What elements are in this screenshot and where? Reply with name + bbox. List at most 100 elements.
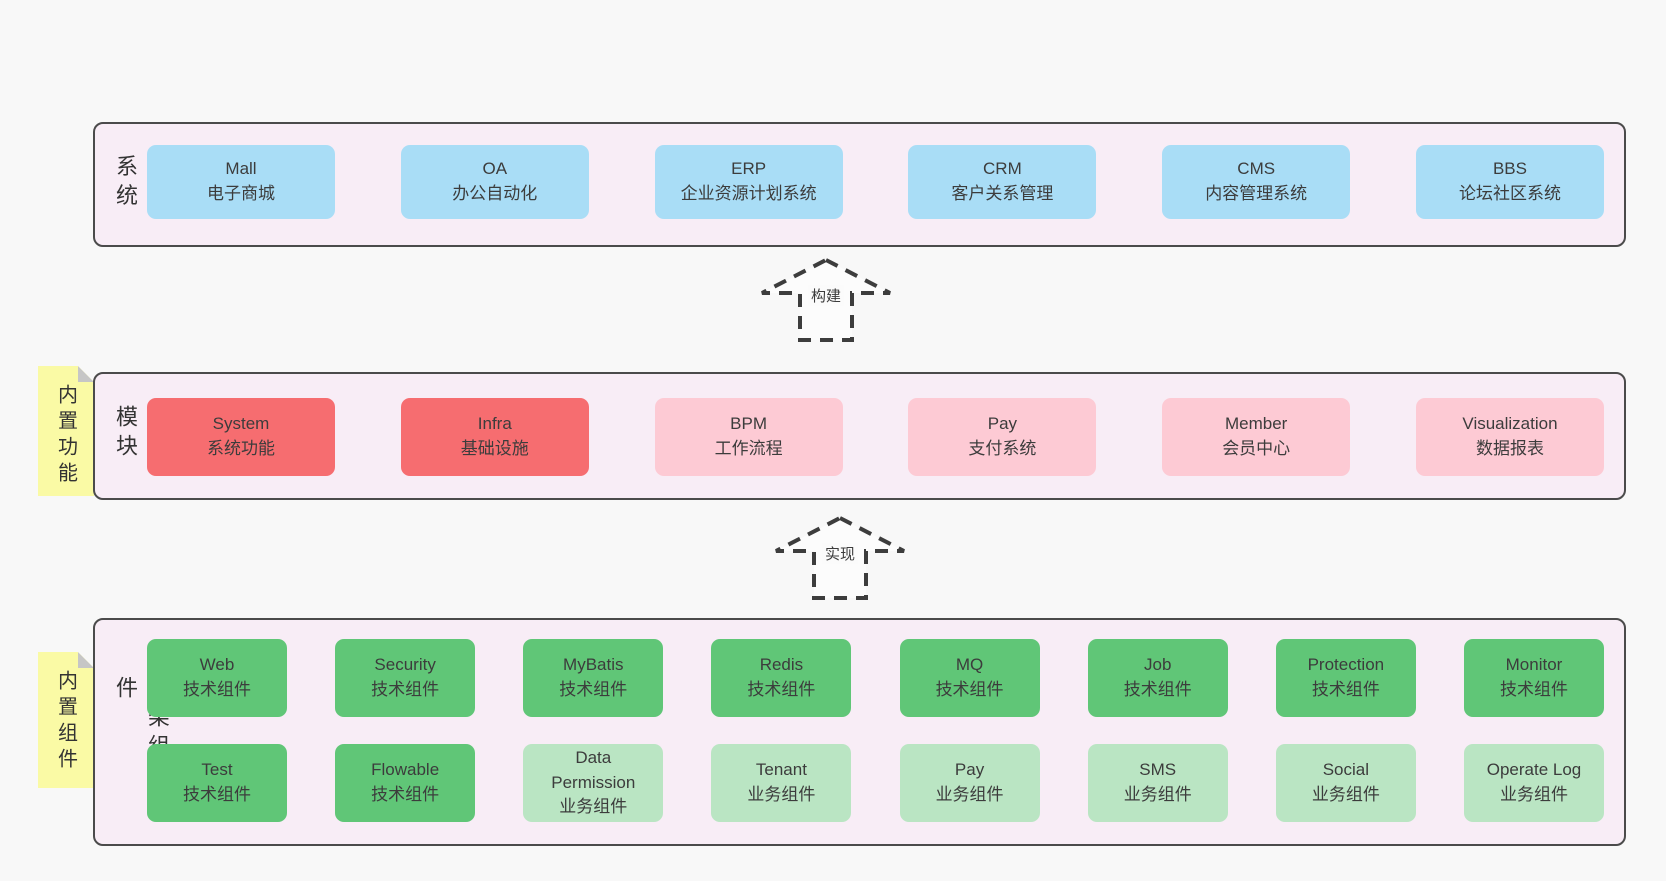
box-monitor: Monitor 技术组件 <box>1463 639 1604 717</box>
box-subtitle: 业务组件 <box>1499 785 1568 804</box>
box-visualization: Visualization 数据报表 <box>1415 398 1604 476</box>
box-mall: Mall 电子商城 <box>147 145 335 219</box>
layer-business-systems: 业务系统 Mall电子商城OA办公自动化ERP企业资源计划系统CRM客户关系管理… <box>93 122 1626 247</box>
box-subtitle: 基础设施 <box>460 439 529 458</box>
box-subtitle: 技术组件 <box>935 680 1004 699</box>
box-member: Member 会员中心 <box>1162 398 1351 476</box>
note-label: 内置组件 <box>54 670 77 774</box>
box-subtitle: 业务组件 <box>1123 785 1192 804</box>
box-infra: Infra 基础设施 <box>400 398 589 476</box>
box-subtitle: 论坛社区系统 <box>1458 184 1561 203</box>
box-subtitle: 技术组件 <box>371 785 440 804</box>
box-subtitle: 技术组件 <box>1311 680 1380 699</box>
box-subtitle: 支付系统 <box>968 439 1037 458</box>
box-subtitle: 技术组件 <box>183 785 251 804</box>
box-title: ERP <box>731 159 767 179</box>
box-title: Pay <box>954 760 985 780</box>
box-subtitle: 企业资源计划系统 <box>680 184 817 203</box>
business-systems-row: Mall 电子商城 OA 办公自动化 ERP 企业资源计划系统 CRM 客户关系管理 CMS 内容… <box>147 145 1604 219</box>
box-title: CMS <box>1237 159 1276 179</box>
box-title: OA <box>482 159 508 179</box>
box-pay: Pay 业务组件 <box>899 744 1040 822</box>
box-erp: ERP 企业资源计划系统 <box>654 145 843 219</box>
box-subtitle: 技术组件 <box>371 680 440 699</box>
note-built-in-components: 内置组件 <box>38 652 94 788</box>
box-web: Web 技术组件 <box>147 639 287 717</box>
box-title: Tenant <box>755 760 807 780</box>
box-subtitle: 业务组件 <box>559 797 628 817</box>
box-pay: Pay 支付系统 <box>908 398 1097 476</box>
layer-common-modules: 通用模块 System系统功能Infra基础设施BPM工作流程Pay支付系统Me… <box>93 372 1626 500</box>
box-subtitle: 技术组件 <box>183 680 251 699</box>
arrow-label-implement: 实现 <box>821 543 859 564</box>
box-mybatis: MyBatis 技术组件 <box>523 639 664 717</box>
box-bpm: BPM 工作流程 <box>654 398 843 476</box>
box-bbs: BBS 论坛社区系统 <box>1415 145 1604 219</box>
box-system: System 系统功能 <box>147 398 335 476</box>
box-redis: Redis 技术组件 <box>711 639 852 717</box>
box-title: CRM <box>983 159 1022 179</box>
box-subtitle: 客户关系管理 <box>951 184 1054 203</box>
box-title: Protection <box>1307 655 1385 675</box>
box-job: Job 技术组件 <box>1087 639 1228 717</box>
box-title: Monitor <box>1505 655 1563 675</box>
box-subtitle: 技术组件 <box>1123 680 1192 699</box>
note-built-in-features: 内置功能 <box>38 366 94 496</box>
box-flowable: Flowable 技术组件 <box>335 744 476 822</box>
box-title: Security <box>374 655 436 675</box>
box-protection: Protection 技术组件 <box>1275 639 1416 717</box>
arrow-build: 构建 <box>756 256 896 344</box>
box-mq: MQ 技术组件 <box>899 639 1040 717</box>
box-subtitle: 办公自动化 <box>452 184 538 203</box>
common-modules-row: System 系统功能 Infra 基础设施 BPM 工作流程 Pay 支付系统 Member 会… <box>147 398 1604 476</box>
box-title: SMS <box>1139 760 1177 780</box>
box-title: Test <box>201 760 233 780</box>
box-title: MyBatis <box>563 655 624 675</box>
box-title: MQ <box>955 655 984 675</box>
box-test: Test 技术组件 <box>147 744 287 822</box>
box-title: BPM <box>730 414 768 434</box>
box-subtitle: 技术组件 <box>1499 680 1568 699</box>
box-subtitle: 技术组件 <box>559 680 628 699</box>
box-title: Visualization <box>1462 414 1558 434</box>
box-subtitle: 技术组件 <box>747 680 816 699</box>
box-title: Data Permission <box>551 748 636 792</box>
box-title: Flowable <box>371 760 440 780</box>
box-title: BBS <box>1492 159 1527 179</box>
note-label: 内置功能 <box>54 384 77 488</box>
box-title: Job <box>1143 655 1172 675</box>
box-security: Security 技术组件 <box>335 639 476 717</box>
box-subtitle: 业务组件 <box>935 785 1004 804</box>
box-social: Social 业务组件 <box>1275 744 1416 822</box>
box-subtitle: 业务组件 <box>1311 785 1380 804</box>
box-title: Pay <box>987 414 1018 434</box>
box-subtitle: 数据报表 <box>1475 439 1544 458</box>
box-title: Mall <box>225 159 257 179</box>
box-subtitle: 会员中心 <box>1222 439 1291 458</box>
box-subtitle: 业务组件 <box>747 785 816 804</box>
box-subtitle: 工作流程 <box>714 439 783 458</box>
box-oa: OA 办公自动化 <box>400 145 589 219</box>
box-subtitle: 内容管理系统 <box>1205 184 1308 203</box>
box-title: Infra <box>477 414 512 434</box>
box-operate-log: Operate Log 业务组件 <box>1463 744 1604 822</box>
box-title: Redis <box>759 655 804 675</box>
box-data-permission: Data Permission 业务组件 <box>523 744 664 822</box>
box-sms: SMS 业务组件 <box>1087 744 1228 822</box>
box-subtitle: 电子商城 <box>207 184 275 203</box>
box-title: Operate Log <box>1486 760 1582 780</box>
box-title: System <box>212 414 270 434</box>
box-crm: CRM 客户关系管理 <box>908 145 1097 219</box>
folded-corner-icon <box>78 652 94 668</box>
box-title: Social <box>1322 760 1369 780</box>
arrow-label-build: 构建 <box>807 285 845 306</box>
box-cms: CMS 内容管理系统 <box>1162 145 1351 219</box>
box-title: Member <box>1225 414 1288 434</box>
box-subtitle: 系统功能 <box>207 439 275 458</box>
box-tenant: Tenant 业务组件 <box>711 744 852 822</box>
box-title: Web <box>199 655 235 675</box>
